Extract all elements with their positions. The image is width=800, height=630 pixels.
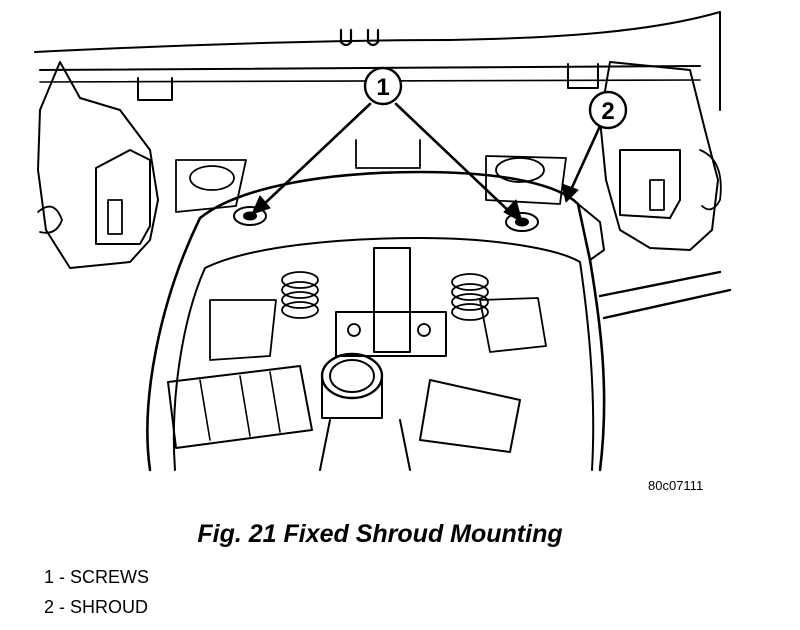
top-clip-left <box>339 28 353 47</box>
shroud-inner-rim <box>172 237 595 471</box>
right-mount-ring <box>699 149 722 211</box>
right-bracket <box>619 149 681 219</box>
screw-boss-right <box>505 212 539 232</box>
leader-1a-head <box>251 195 271 215</box>
left-housing <box>37 61 159 269</box>
lock-cylinder-face <box>329 359 375 393</box>
left-tab <box>137 77 173 101</box>
leader-1b-head <box>503 199 523 223</box>
dash-center-block <box>355 139 421 169</box>
leader-2-head <box>561 183 579 203</box>
dashboard-top-edge <box>34 11 721 111</box>
dashboard-upper-ridge <box>39 65 701 71</box>
dash-component-left <box>175 159 247 213</box>
center-plate <box>335 311 447 357</box>
right-bracket-slot <box>649 179 665 211</box>
right-lever <box>598 270 732 320</box>
lock-cylinder-rim <box>320 352 384 400</box>
shroud-mounting-illustration: 1 2 <box>34 11 732 472</box>
callout-2-number: 2 <box>601 98 614 125</box>
shroud-outline <box>146 170 606 472</box>
switch-block-left-inner <box>199 371 281 441</box>
spring-right <box>451 273 489 321</box>
screw-left <box>243 211 257 221</box>
spring-left <box>281 271 319 319</box>
legend-item-shroud: 2 - SHROUD <box>44 597 149 617</box>
callout-2-circle <box>588 90 628 130</box>
column-tube <box>319 419 411 471</box>
figure-code: 80c07111 <box>648 478 704 493</box>
left-bracket <box>95 149 151 245</box>
right-housing <box>599 61 719 251</box>
left-mount-ring <box>37 205 63 234</box>
leader-1a <box>260 102 372 208</box>
dash-round-right <box>495 157 545 183</box>
figure-caption: Fig. 21 Fixed Shroud Mounting <box>197 520 563 548</box>
center-bolt-right <box>417 323 431 337</box>
callout-1-circle <box>363 66 403 106</box>
lock-cylinder-body <box>321 379 383 419</box>
switch-block-left <box>167 365 313 449</box>
dash-round-left <box>189 165 235 191</box>
center-yoke <box>373 247 411 353</box>
legend-item-screws: 1 - SCREWS <box>44 567 150 587</box>
dash-component-right <box>485 155 567 205</box>
left-bracket-slot <box>107 199 123 235</box>
center-bolt-left <box>347 323 361 337</box>
callout-1-number: 1 <box>376 74 389 101</box>
switch-block-right <box>419 379 521 453</box>
right-tab <box>567 63 599 89</box>
connector-right <box>479 297 547 353</box>
leader-1b <box>394 102 514 216</box>
connector-left <box>209 299 277 361</box>
leader-2 <box>568 124 602 194</box>
shroud-flange <box>577 203 605 261</box>
screw-boss-left <box>233 206 267 226</box>
top-clip-right <box>366 28 380 47</box>
